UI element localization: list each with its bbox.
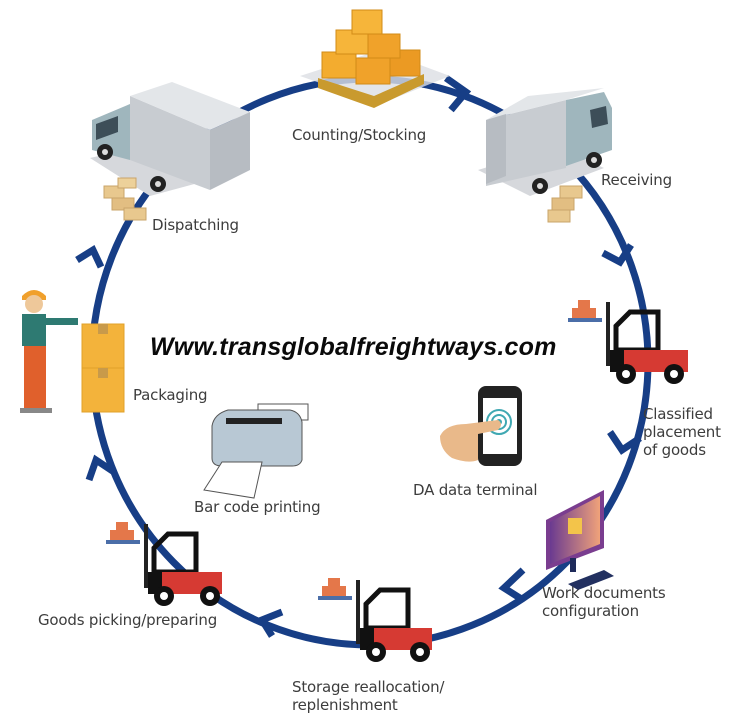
label-line: replenishment <box>292 696 398 714</box>
computer-monitor-icon <box>546 490 614 590</box>
label-line: Classified <box>643 405 713 423</box>
step-label-goods-picking: Goods picking/preparing <box>38 611 218 629</box>
arrow-icon <box>85 454 116 482</box>
printer-icon <box>203 403 309 499</box>
label-line: configuration <box>542 602 639 620</box>
stacked-boxes-pallet-icon <box>300 9 450 108</box>
delivery-truck-icon <box>478 88 612 196</box>
worker-boxes-icon <box>20 290 125 413</box>
step-label-storage-reallocation: Storage reallocation/ replenishment <box>292 678 444 714</box>
cardboard-boxes-icon <box>103 177 147 221</box>
center-label-bar-code-printing: Bar code printing <box>194 498 321 516</box>
forklift-icon <box>568 300 688 384</box>
label-line: of goods <box>643 441 706 459</box>
arrow-icon <box>607 430 642 455</box>
watermark-url: Www.transglobalfreightways.com <box>150 333 557 361</box>
step-label-classified-placement: Classified placement of goods <box>643 405 721 459</box>
step-label-receiving: Receiving <box>601 171 672 189</box>
label-line: Work documents <box>542 584 666 602</box>
step-label-dispatching: Dispatching <box>152 216 239 234</box>
arrow-icon <box>498 567 526 603</box>
delivery-truck-icon <box>90 82 250 196</box>
center-label-da-data-terminal: DA data terminal <box>413 481 538 499</box>
cardboard-boxes-icon <box>547 185 583 223</box>
arrow-icon <box>256 608 284 638</box>
arrow-icon <box>75 244 105 269</box>
step-label-counting-stocking: Counting/Stocking <box>292 126 427 144</box>
touch-phone-icon <box>440 386 522 466</box>
label-line: placement <box>643 423 721 441</box>
forklift-icon <box>318 578 432 662</box>
step-label-packaging: Packaging <box>133 386 208 404</box>
label-line: Storage reallocation/ <box>292 678 445 696</box>
forklift-icon <box>106 522 222 606</box>
arrow-icon <box>443 75 472 113</box>
arrow-icon <box>601 243 634 267</box>
step-label-work-documents: Work documents configuration <box>542 584 666 620</box>
